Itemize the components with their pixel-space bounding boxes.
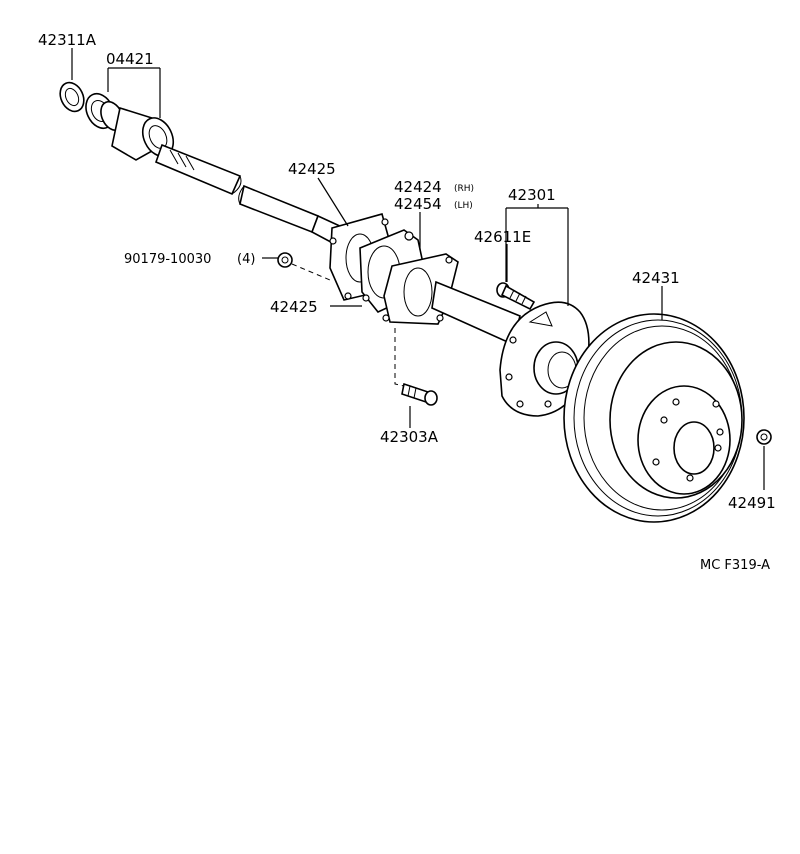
figure-code: MC F319-A bbox=[700, 558, 770, 573]
label-42454: 42454 bbox=[394, 195, 442, 213]
label-42301: 42301 bbox=[508, 186, 556, 204]
label-04421: 04421 bbox=[106, 50, 154, 68]
label-42431: 42431 bbox=[632, 269, 680, 287]
hub-bolt-42611e bbox=[496, 282, 536, 311]
bearing-ring-42311a bbox=[59, 81, 85, 113]
leader-lines bbox=[71, 48, 765, 490]
label-42454-side: (LH) bbox=[454, 201, 473, 211]
label-90179-qty: (4) bbox=[237, 252, 255, 267]
label-42425-bottom: 42425 bbox=[270, 298, 318, 316]
label-42425-top: 42425 bbox=[288, 160, 336, 178]
brake-rotor-42431 bbox=[563, 313, 745, 523]
label-90179: 90179-10030 bbox=[124, 252, 211, 267]
hub-nut-42491 bbox=[756, 429, 772, 445]
axle-shaft-spline bbox=[154, 143, 242, 196]
nut-90179 bbox=[277, 252, 293, 268]
label-42311a: 42311A bbox=[38, 31, 97, 49]
label-42611e: 42611E bbox=[474, 228, 531, 246]
label-42491: 42491 bbox=[728, 494, 776, 512]
axle-hub-42301 bbox=[499, 301, 590, 417]
bolt-42303a bbox=[401, 382, 438, 406]
label-42424: 42424 bbox=[394, 178, 442, 196]
bearing-04421 bbox=[85, 92, 124, 132]
assembly-line-nut bbox=[291, 263, 331, 281]
assembly-line-bolt bbox=[394, 328, 405, 387]
label-42303a: 42303A bbox=[380, 428, 439, 446]
label-42424-side: (RH) bbox=[454, 184, 474, 194]
